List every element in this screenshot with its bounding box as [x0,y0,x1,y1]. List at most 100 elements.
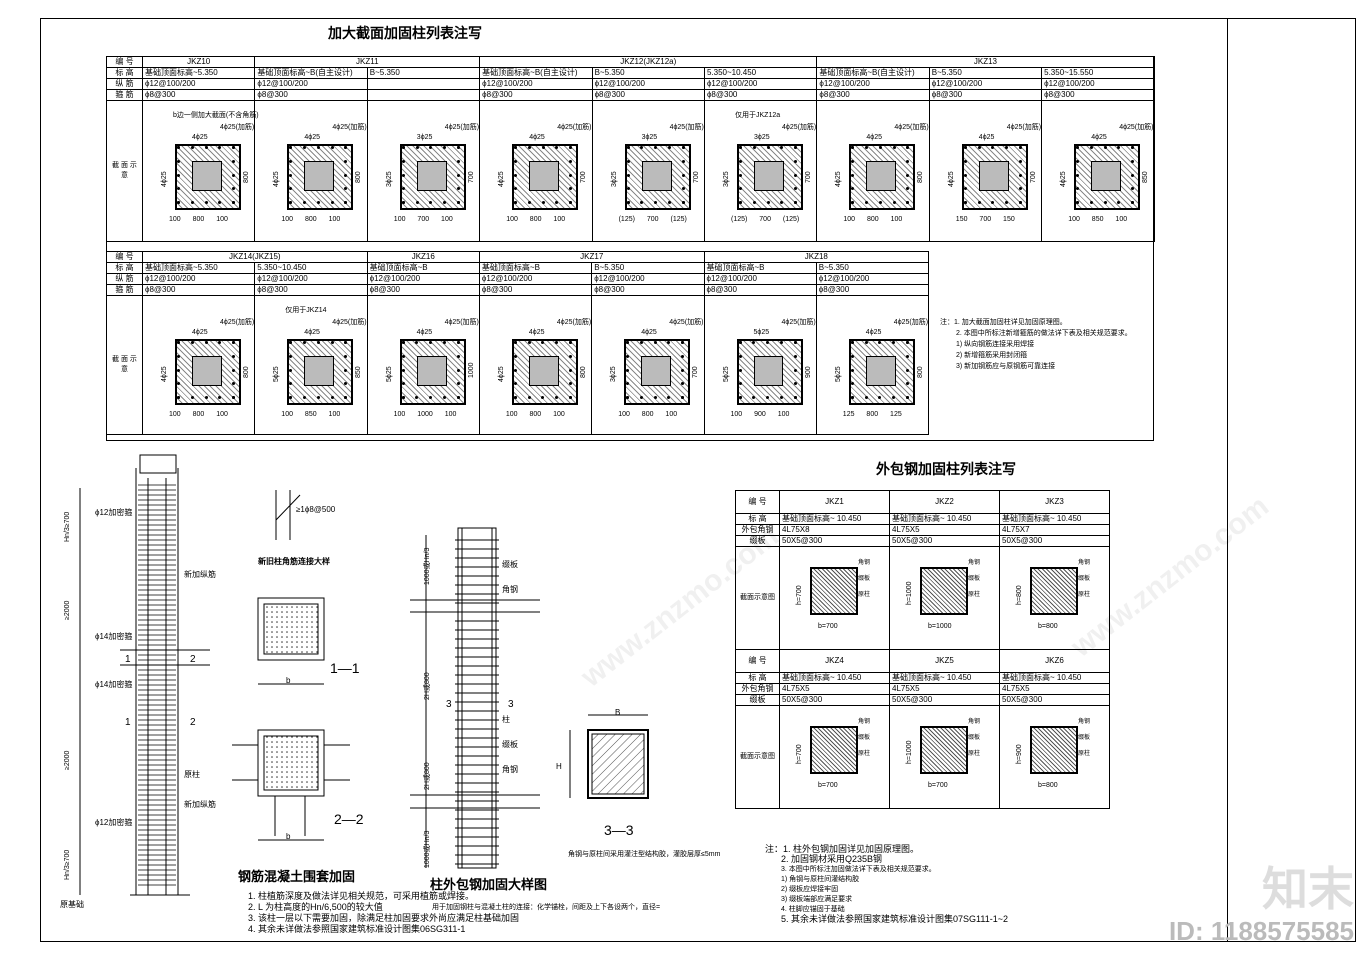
r1-rebar [906,146,910,149]
r2-section-core [641,356,672,386]
steel-section-label: 角钢 [1078,719,1091,725]
steel-label-id: 编 号 [735,649,780,673]
r2-rebar [401,382,405,386]
r1-rebar [569,201,573,204]
bl-note-line: 4. 其余未详做法参照国家建筑标准设计图集06SG311-1 [248,924,466,934]
r1-rebar [177,159,180,163]
r1-rebar [177,201,180,204]
r1-rebar [303,146,307,149]
bm-dim-H: H [556,762,562,771]
r2-rebar [456,354,460,358]
bl-dim-1: Hn/3≥700 [64,511,71,542]
r2-rebar [752,396,756,399]
r1-rebar [514,201,518,204]
r1-rebar [739,187,742,191]
r2-rebar [639,396,643,399]
r1-rebar [232,201,235,204]
r1-rebar [232,173,235,177]
r2-rebar [527,341,531,344]
r1-rebar [1018,173,1022,177]
r2-rebar [850,341,854,344]
steel-section-h: h=700 [796,585,803,605]
r1-rebar [794,201,797,204]
steel-label-plate: 缀板 [735,694,780,706]
r1-rebar [851,201,855,204]
r1-rebar [330,146,334,149]
steel-label-id: 编 号 [735,490,780,514]
steel-cell-elev: 基础顶面标高~ 10.450 [889,513,1000,525]
r1-rebar [289,187,293,191]
watermark-id: ID: 1188575585 [1168,916,1354,946]
steel-note-line: 2) 缀板应焊接牢固 [781,886,839,893]
r1-rebar [667,146,671,149]
r1-rebar [541,146,545,149]
r1-rebar [766,201,770,204]
r1-rebar [190,201,194,204]
r1-top-bars: 4ϕ25 [192,134,208,141]
bm-caption: 柱外包钢加固大样图 [430,877,548,892]
r2-label-section: 截 面 示 意 [106,295,143,435]
r2-rebar [344,396,348,399]
r2-rebar [513,382,517,386]
r1-rebar [218,201,222,204]
bm-section-3a: 3 [446,699,452,710]
r1-top-bars: 4ϕ25 [978,134,995,141]
r1-rebar [851,146,855,149]
r1-section-core [529,161,560,191]
r1-rebar [344,201,348,204]
r1-rebar [190,146,194,149]
r1-rebar [963,173,967,177]
r2-rebar [766,341,769,344]
top-note-line: 2. 本图中所标注新增箍筋的做法详下表及相关规范要求。 [956,330,1132,337]
steel-col-id: JKZ2 [889,490,1000,514]
steel-section-label: 缀板 [858,735,871,741]
bm-sec-3-3: 3—3 [604,822,634,838]
r1-rebar [851,173,855,177]
r2-rebar [905,396,909,399]
r1-top-bars: 4ϕ25 [304,134,320,141]
r1-rebar [527,146,531,149]
top-title: 加大截面加固柱列表注写 [328,26,482,42]
r2-rebar [892,341,896,344]
r2-rebar [681,341,685,344]
steel-cell-elev: 基础顶面标高~ 10.450 [779,513,890,525]
steel-section-b: b=800 [1038,782,1058,789]
r1-corner-bars: 4ϕ25(加筋) [894,124,929,131]
r2-rebar [568,396,572,399]
r2-rebar [653,341,657,344]
steel-cell-plate: 50X5@300 [889,694,1000,706]
r1-rebar [626,187,630,191]
r2-rebar [232,396,235,399]
r1-rebar [892,201,896,204]
steel-section-label: 原柱 [968,751,981,757]
r2-rebar [568,382,572,386]
bm-label-1: 缀板 [502,560,518,569]
r1-section-core [641,161,672,191]
r2-rebar [429,396,433,399]
steel-label-section: 截面示意图 [735,546,780,650]
r2-section-core [192,356,222,386]
r1-rebar [681,146,685,149]
r1-rebar [177,173,180,177]
r1-rebar [232,159,235,163]
r1-rebar [344,159,348,163]
r1-rebar [752,201,756,204]
r1-top-bars: 3ϕ25 [754,134,770,141]
r1-rebar [963,146,967,149]
steel-cell-plate: 50X5@300 [779,535,890,547]
steel-section-h: h=900 [1016,744,1023,764]
r1-rebar [177,187,180,191]
bl-label-7: 新加纵筋 [184,800,216,809]
r2-rebar [626,354,630,358]
top-note-line: 2) 新增箍筋采用封闭箍 [956,352,1028,359]
r1-rebar [443,201,447,204]
r1-corner-bars: 4ϕ25(加筋) [557,124,592,131]
r1-section-core [978,161,1009,191]
r2-rebar [681,382,685,386]
